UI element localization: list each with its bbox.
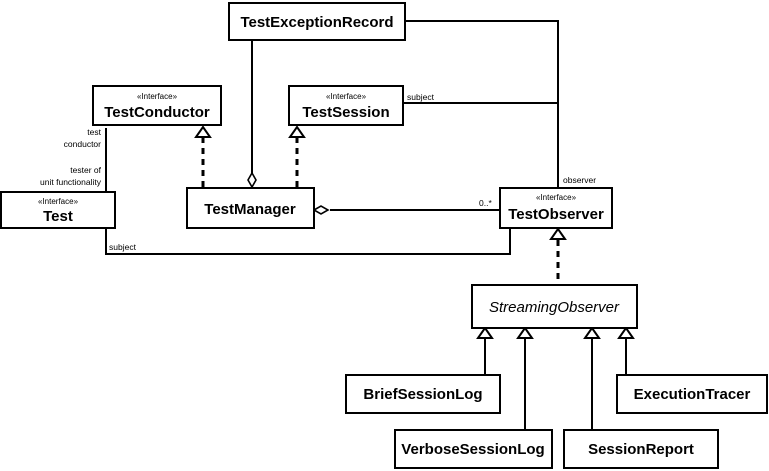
role-label-session-subject: subject: [407, 92, 435, 102]
role-label-conductor: conductor: [64, 139, 101, 149]
class-test-observer[interactable]: «Interface» TestObserver: [499, 187, 613, 229]
class-test-exception-record[interactable]: TestExceptionRecord: [228, 2, 406, 41]
multiplicity-label: 0..*: [479, 198, 492, 208]
class-execution-tracer[interactable]: ExecutionTracer: [616, 374, 768, 414]
realization-arrowhead-conductor: [194, 125, 212, 138]
role-label-test: test: [87, 127, 101, 137]
class-name: TestSession: [302, 104, 389, 121]
realization-arrowhead-observer: [549, 227, 567, 240]
stereotype-label: «Interface»: [38, 197, 79, 206]
generalization-arrowhead-tracer: [617, 326, 635, 339]
class-name: TestConductor: [104, 104, 210, 121]
class-name: TestManager: [204, 201, 296, 218]
stereotype-label: «Interface»: [536, 193, 577, 202]
class-name: TestObserver: [508, 206, 604, 223]
class-name: SessionReport: [588, 441, 694, 458]
class-test-session[interactable]: «Interface» TestSession: [288, 85, 404, 126]
role-label-tester-of: tester of: [70, 165, 101, 175]
class-test[interactable]: «Interface» Test: [0, 191, 116, 229]
generalization-arrowhead-brief: [476, 326, 494, 339]
aggregation-diamond-manager-right: [312, 205, 330, 215]
class-name: Test: [43, 208, 73, 225]
class-name: VerboseSessionLog: [401, 441, 544, 458]
role-label-observer: observer: [563, 175, 596, 185]
class-session-report[interactable]: SessionReport: [563, 429, 719, 469]
class-name: ExecutionTracer: [634, 386, 751, 403]
class-name: StreamingObserver: [489, 299, 620, 316]
class-verbose-session-log[interactable]: VerboseSessionLog: [394, 429, 553, 469]
association-test-observer: [105, 228, 511, 255]
aggregation-diamond-manager-top: [247, 171, 257, 189]
class-name: TestExceptionRecord: [240, 14, 393, 31]
class-name: BriefSessionLog: [363, 386, 482, 403]
class-streaming-observer[interactable]: StreamingObserver: [471, 284, 638, 329]
stereotype-label: «Interface»: [137, 92, 178, 101]
role-label-unit-functionality: unit functionality: [40, 177, 102, 187]
class-brief-session-log[interactable]: BriefSessionLog: [345, 374, 501, 414]
generalization-arrowhead-verbose: [516, 326, 534, 339]
realization-arrowhead-session: [288, 125, 306, 138]
role-label-test-subject: subject: [109, 242, 137, 252]
association-exception-observer: [405, 20, 559, 188]
class-test-conductor[interactable]: «Interface» TestConductor: [92, 85, 222, 126]
generalization-arrowhead-report: [583, 326, 601, 339]
stereotype-label: «Interface»: [326, 92, 367, 101]
class-test-manager[interactable]: TestManager: [186, 187, 315, 229]
